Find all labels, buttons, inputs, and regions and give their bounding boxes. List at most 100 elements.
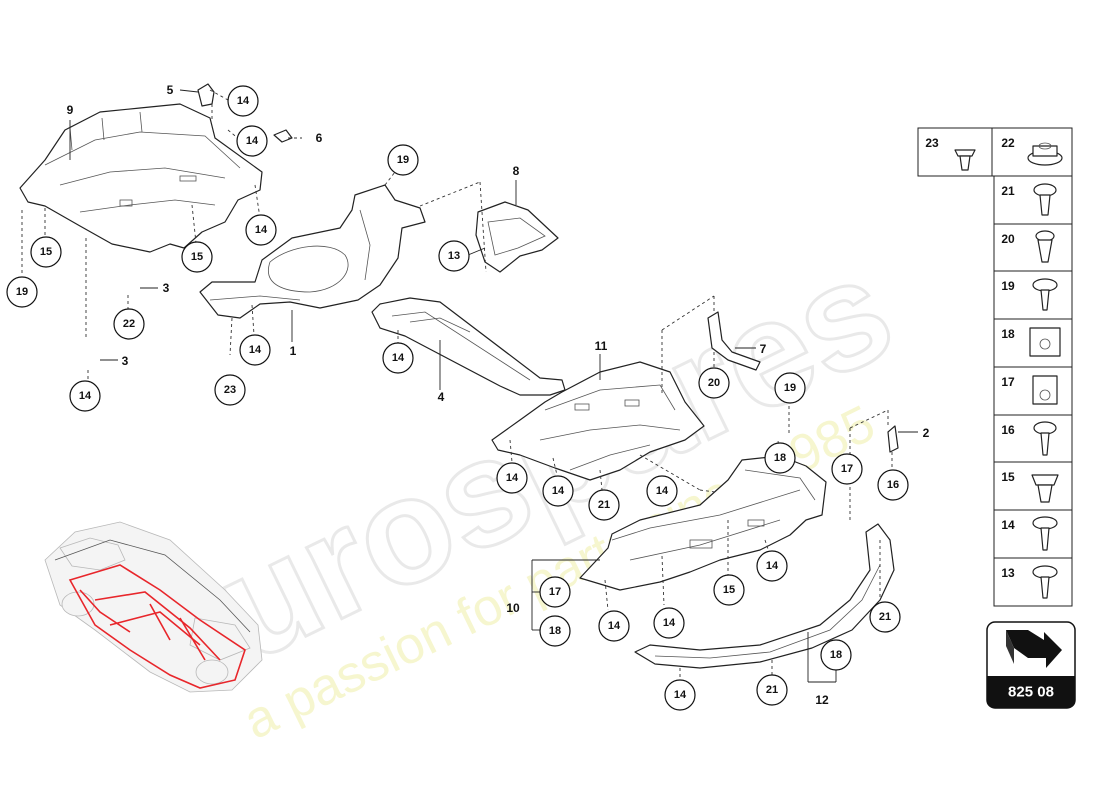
- callout-18: 18: [549, 625, 561, 637]
- fastener-legend: 23 22 21 20 19 18 17 16 15: [917, 127, 1073, 607]
- section-code: 825 08: [1008, 684, 1054, 701]
- callout-circle: [387, 144, 419, 176]
- legend-num-14: 14: [1001, 518, 1015, 532]
- badge-code-bar: [987, 676, 1075, 708]
- callout-circle: [539, 615, 571, 647]
- callout-7: 7: [760, 342, 767, 356]
- callout-circle: [713, 574, 745, 606]
- legend-num-16: 16: [1001, 423, 1015, 437]
- part-6-bracket: [273, 129, 293, 143]
- callout-4: 4: [438, 390, 445, 404]
- part-11-center-undertray: [491, 361, 705, 481]
- callout-19: 19: [784, 382, 796, 394]
- callout-circle: [664, 679, 696, 711]
- callout-circle: [496, 462, 528, 494]
- callout-circle: [69, 380, 101, 412]
- callout-22: 22: [123, 318, 135, 330]
- callout-circle: [869, 601, 901, 633]
- callout-circle: [6, 276, 38, 308]
- callout-14: 14: [608, 620, 621, 632]
- callout-6: 6: [316, 131, 323, 145]
- section-badge: 825 08: [986, 621, 1076, 709]
- legend-num-13: 13: [1001, 566, 1015, 580]
- direction-arrow-icon: [1006, 630, 1062, 668]
- legend-num-22: 22: [1001, 136, 1015, 150]
- callout-21: 21: [766, 684, 778, 696]
- callout-17: 17: [549, 586, 561, 598]
- callout-13: 13: [448, 250, 460, 262]
- callout-15: 15: [40, 246, 52, 258]
- callout-circle: [698, 367, 730, 399]
- callout-20: 20: [708, 377, 720, 389]
- callout-circle: [113, 308, 145, 340]
- push-rivet-icon: [954, 149, 976, 171]
- callout-14: 14: [663, 617, 676, 629]
- callout-14: 14: [79, 390, 92, 402]
- expansion-nut-icon: [1031, 474, 1059, 503]
- callout-circle: [438, 240, 470, 272]
- callout-15: 15: [191, 251, 203, 263]
- part-7-strip: [707, 311, 761, 371]
- car-locator-thumbnail: [44, 521, 263, 693]
- callout-15: 15: [723, 584, 735, 596]
- callout-14: 14: [656, 485, 669, 497]
- callout-circle: [756, 550, 788, 582]
- callout-14: 14: [674, 689, 687, 701]
- callout-circle: [646, 475, 678, 507]
- callout-circle: [539, 576, 571, 608]
- part-10-front-undertray: [579, 455, 827, 591]
- screw-icon: [1032, 278, 1058, 311]
- callout-14: 14: [246, 135, 259, 147]
- callout-19: 19: [397, 154, 409, 166]
- callout-19: 19: [16, 286, 28, 298]
- callout-circle: [236, 125, 268, 157]
- callout-14: 14: [766, 560, 779, 572]
- callout-circle: [382, 342, 414, 374]
- callout-14: 14: [249, 344, 262, 356]
- callout-14: 14: [552, 485, 565, 497]
- screw-icon: [1033, 183, 1057, 216]
- callout-14: 14: [506, 472, 519, 484]
- callout-circle: [774, 372, 806, 404]
- callout-circle: [877, 469, 909, 501]
- part-2-bracket: [887, 425, 899, 453]
- callout-circle: [820, 639, 852, 671]
- callout-5: 5: [167, 83, 174, 97]
- callout-circle: [588, 489, 620, 521]
- expansion-rivet-icon: [1035, 230, 1055, 263]
- callout-circle: [831, 453, 863, 485]
- callout-3: 3: [122, 354, 129, 368]
- callout-9: 9: [67, 103, 74, 117]
- part-12-front-lip: [634, 523, 895, 669]
- part-8-panel: [475, 201, 559, 273]
- callout-14: 14: [237, 95, 250, 107]
- legend-num-20: 20: [1001, 232, 1015, 246]
- callouts: 5 14 9 14 6 19 8 14 15 15 13 19 3 22 14 …: [6, 83, 930, 711]
- callout-10: 10: [506, 601, 520, 615]
- screw-icon: [1032, 565, 1058, 599]
- callout-circle: [214, 374, 246, 406]
- callout-3: 3: [163, 281, 170, 295]
- callout-circle: [598, 610, 630, 642]
- legend-num-17: 17: [1001, 375, 1015, 389]
- callout-circle: [181, 241, 213, 273]
- callout-23: 23: [224, 384, 236, 396]
- legend-num-18: 18: [1001, 327, 1015, 341]
- callout-circle: [227, 85, 259, 117]
- callout-16: 16: [887, 479, 899, 491]
- leader-lines: [21, 89, 918, 683]
- callout-circle: [653, 607, 685, 639]
- callout-18: 18: [830, 649, 842, 661]
- callout-11: 11: [595, 339, 608, 353]
- callout-1: 1: [290, 344, 297, 358]
- legend-num-23: 23: [925, 136, 939, 150]
- part-5-bracket: [197, 83, 215, 107]
- legend-cell: [991, 127, 1073, 177]
- part-1-tunnel-panel: [199, 184, 426, 319]
- clip-nut-icon: [1029, 327, 1061, 357]
- legend-cell: [917, 127, 993, 177]
- callout-2: 2: [923, 426, 930, 440]
- speed-nut-icon: [1032, 375, 1058, 405]
- legend-num-21: 21: [1001, 184, 1015, 198]
